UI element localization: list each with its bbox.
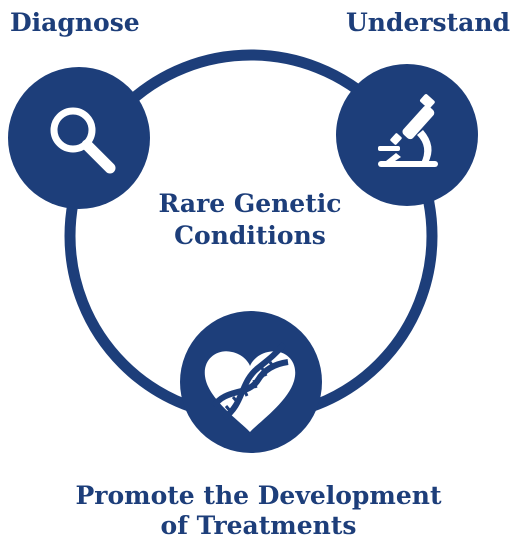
understand-label: Understand	[345, 8, 510, 37]
treatments-node	[180, 311, 322, 453]
treatments-label-line-2: of Treatments	[160, 511, 357, 540]
treatments-label-line-1: Promote the Development	[75, 481, 442, 510]
treatments-label: Promote the Development of Treatments	[20, 481, 497, 541]
heart-dna-icon	[204, 342, 296, 432]
diagnose-label: Diagnose	[10, 8, 140, 37]
microscope-icon	[378, 94, 438, 167]
magnifying-glass-icon	[50, 107, 116, 174]
diagnose-node-circle	[8, 67, 150, 209]
center-title: Rare Genetic Conditions	[130, 188, 370, 252]
center-title-line-1: Rare Genetic	[158, 189, 342, 218]
understand-node	[336, 64, 478, 206]
center-title-line-2: Conditions	[174, 221, 326, 250]
diagnose-node	[8, 67, 150, 209]
